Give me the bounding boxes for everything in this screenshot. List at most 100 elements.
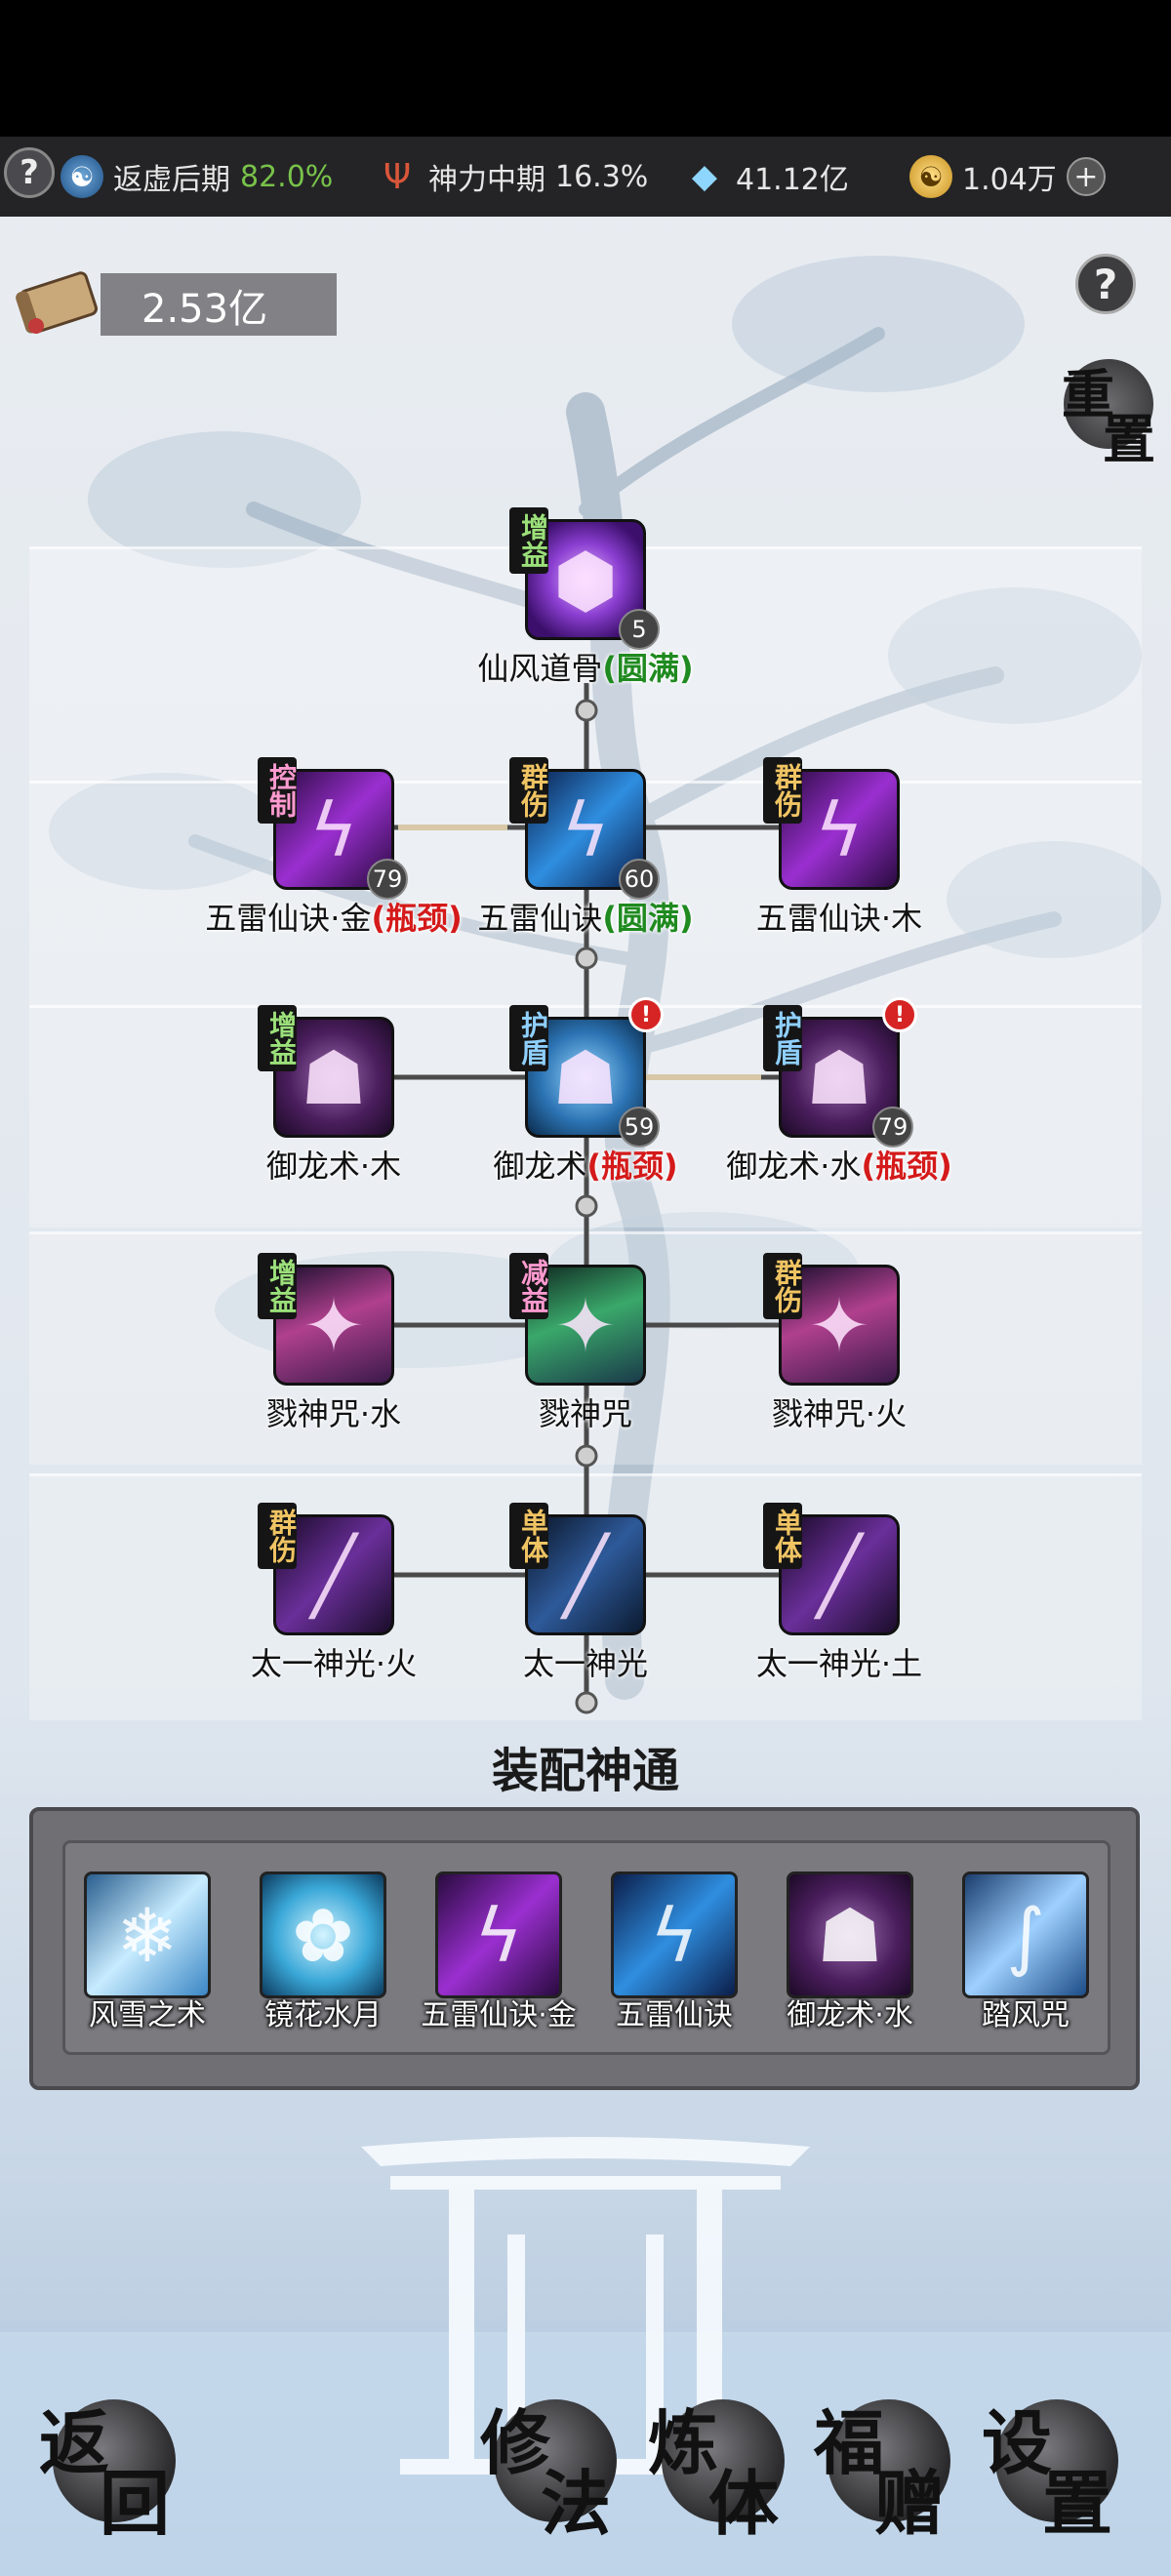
- scroll-currency[interactable]: 2.53亿: [15, 262, 337, 338]
- nav-ink-circle: [53, 2399, 176, 2522]
- skill-node-n8[interactable]: ✦ 增益: [258, 1253, 394, 1386]
- nav-ink-circle: [828, 2399, 950, 2522]
- nav-settings-button[interactable]: 设 置: [982, 2386, 1128, 2545]
- skill-name: 太一神光·火: [250, 1645, 418, 1682]
- beam-icon: ╱: [779, 1514, 900, 1635]
- skill-node-n4[interactable]: ϟ 群伤: [763, 757, 900, 890]
- equip-slot-3[interactable]: ϟ: [435, 1872, 562, 1998]
- help-button[interactable]: ?: [1075, 254, 1136, 314]
- equip-slot-2[interactable]: ✿: [260, 1872, 386, 1998]
- skill-type-tag: 增益: [258, 1005, 298, 1071]
- coin-icon: ☯: [909, 155, 952, 198]
- equip-slot-label: 镜花水月: [264, 1998, 382, 2033]
- divine-label: 神力中期: [428, 163, 545, 197]
- nav-fuzeng-button[interactable]: 福 赠: [814, 2386, 960, 2545]
- skill-node-n12[interactable]: ╱ 单体: [509, 1503, 646, 1635]
- skill-node-n13[interactable]: ╱ 单体: [763, 1503, 900, 1635]
- coin-value: 1.04万: [962, 163, 1057, 197]
- nav-char-1: 修: [480, 2401, 551, 2484]
- skill-type-tag: 群伤: [763, 757, 803, 824]
- scroll-currency-bg: [101, 273, 337, 336]
- skill-name: 太一神光: [522, 1645, 648, 1682]
- skill-status: (瓶颈): [586, 1147, 678, 1185]
- wind-icon: ∫: [962, 1872, 1089, 1998]
- equip-slot-label: 五雷仙诀: [616, 1998, 733, 2033]
- skill-level-badge: 5: [619, 609, 660, 650]
- nav-lianti-button[interactable]: 炼 体: [648, 2386, 794, 2545]
- equip-slot-1[interactable]: ❄: [84, 1872, 211, 1998]
- nav-char-2: 法: [541, 2462, 612, 2545]
- skill-name: 五雷仙诀: [477, 900, 603, 937]
- reset-button[interactable]: 重 置: [1056, 351, 1161, 470]
- skill-type-tag: 增益: [509, 507, 549, 574]
- skill-node-n11[interactable]: ╱ 群伤: [258, 1503, 394, 1635]
- skill-level-badge: 60: [619, 859, 660, 900]
- yin-yang-icon: ☯: [61, 155, 103, 198]
- skill-name: 御龙术·水: [726, 1147, 862, 1185]
- crystal-icon: ◆: [691, 157, 718, 196]
- skill-name-label: 戮神咒: [390, 1389, 781, 1434]
- skill-type-tag: 单体: [509, 1503, 549, 1569]
- skill-type-tag: 群伤: [509, 757, 549, 824]
- lightning-icon: ϟ: [611, 1872, 738, 1998]
- skill-name-label: 太一神光·土: [644, 1639, 1034, 1684]
- equip-slot-5[interactable]: ☗: [787, 1872, 913, 1998]
- skill-status: (瓶颈): [371, 900, 463, 937]
- coin-stat[interactable]: ☯ 1.04万 +: [909, 137, 1106, 217]
- nav-back-button[interactable]: 返 回: [39, 2386, 185, 2545]
- skill-name-label: 御龙术(瓶颈): [390, 1142, 781, 1187]
- status-help-button[interactable]: ?: [4, 147, 55, 198]
- equip-title: 装配神通: [491, 1744, 679, 1798]
- scroll-icon: [16, 271, 99, 334]
- nav-ink-circle: [494, 2399, 617, 2522]
- skill-node-n10[interactable]: ✦ 群伤: [763, 1253, 900, 1386]
- skill-name-label: 五雷仙诀(圆满): [390, 894, 781, 939]
- reset-char-2: 置: [1103, 408, 1155, 470]
- skill-name: 五雷仙诀·木: [755, 900, 923, 937]
- divine-pct: 16.3%: [555, 159, 649, 194]
- top-black-bar: [0, 0, 1171, 137]
- skill-node-n5[interactable]: ☗ 增益: [258, 1005, 394, 1138]
- nav-xiufa-button[interactable]: 修 法: [480, 2386, 626, 2545]
- divine-stat[interactable]: Ψ 神力中期 16.3%: [376, 137, 648, 217]
- skill-name-label: 仙风道骨(圆满): [390, 644, 781, 689]
- equip-slot-4[interactable]: ϟ: [611, 1872, 738, 1998]
- skill-name: 戮神咒: [538, 1395, 632, 1432]
- nav-char-2: 体: [708, 2462, 780, 2545]
- crystal-value: 41.12亿: [736, 163, 849, 197]
- equip-slot-6[interactable]: ∫: [962, 1872, 1089, 1998]
- nav-char-1: 返: [39, 2401, 110, 2484]
- skill-name-label: 戮神咒·水: [139, 1389, 529, 1434]
- skill-name-label: 五雷仙诀·金(瓶颈): [139, 894, 529, 939]
- crystal-stat[interactable]: ◆ 41.12亿: [683, 137, 849, 217]
- skill-name-label: 太一神光·火: [139, 1639, 529, 1684]
- cultivation-pct: 82.0%: [240, 159, 334, 194]
- lightning-icon: ϟ: [779, 769, 900, 890]
- status-bar: ? ☯ 返虚后期 82.0% Ψ 神力中期 16.3% ◆ 41.12亿 ☯ 1…: [0, 137, 1171, 217]
- nav-char-2: 置: [1042, 2462, 1113, 2545]
- cultivation-stat[interactable]: ☯ 返虚后期 82.0%: [61, 137, 333, 217]
- nav-char-2: 回: [100, 2462, 171, 2545]
- lightning-icon: ϟ: [435, 1872, 562, 1998]
- add-coin-button[interactable]: +: [1066, 157, 1106, 196]
- nav-char-2: 赠: [874, 2462, 946, 2545]
- nav-char-1: 炼: [648, 2401, 719, 2484]
- scroll-amount: 2.53亿: [141, 287, 268, 332]
- skill-type-tag: 护盾: [509, 1005, 549, 1071]
- skill-level-badge: 79: [367, 859, 408, 900]
- nav-ink-circle: [995, 2399, 1118, 2522]
- skill-type-tag: 护盾: [763, 1005, 803, 1071]
- reset-button-ink: [1064, 359, 1153, 449]
- dragon-icon: ☗: [787, 1872, 913, 1998]
- skill-name-label: 五雷仙诀·木: [644, 894, 1034, 939]
- lotus-icon: ✿: [260, 1872, 386, 1998]
- nav-ink-circle: [662, 2399, 785, 2522]
- skill-node-n9[interactable]: ✦ 减益: [509, 1253, 646, 1386]
- skill-status: (圆满): [602, 900, 694, 937]
- cultivation-label: 返虚后期: [113, 163, 230, 197]
